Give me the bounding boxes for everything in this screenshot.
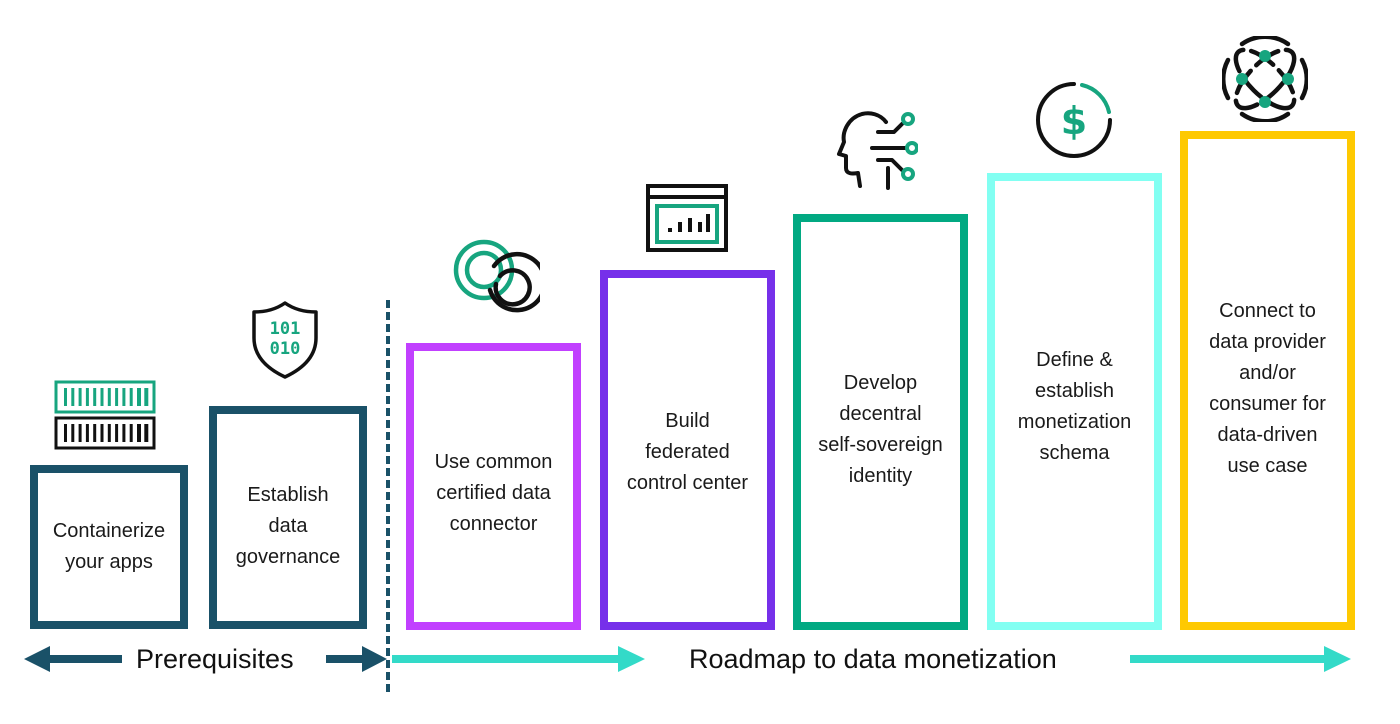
head-network-icon [836,108,919,192]
container-bar [93,424,97,442]
container-bar [78,424,82,442]
roadmap-label: Roadmap to data monetization [689,644,1057,674]
prerequisites-label: Prerequisites [136,644,294,674]
container-bar [107,424,111,442]
atom-network-icon [1220,34,1310,124]
svg-text:$: $ [1061,99,1087,143]
container-bar [122,388,126,406]
binary-bottom: 010 [270,339,301,359]
container-bar [115,424,119,442]
phase-divider-line [386,300,390,692]
prerequisites-right-arrow [326,646,387,672]
container-bar [137,424,141,442]
linked-rings-icon [450,238,548,326]
container-bar [115,388,119,406]
container-bar [64,388,67,406]
container-bar [71,424,75,442]
container-bar [64,424,67,442]
container-bar [100,388,104,406]
container-bar [129,388,133,406]
container-bar [78,388,82,406]
dollar-circle-icon: $ [1032,78,1116,162]
container-stack-icon [54,380,156,450]
shield-binary-icon: 101 010 [250,300,320,380]
roadmap-arrow-right-segment [1130,646,1351,672]
prerequisites-left-arrow [24,646,122,672]
container-bar [93,388,97,406]
container-bar [144,388,149,406]
container-bar [129,424,133,442]
container-bar [137,388,141,406]
container-bar [107,388,111,406]
container-bar [71,388,75,406]
container-bar [85,424,89,442]
container-bar [100,424,104,442]
binary-top: 101 [270,319,301,339]
container-bar [144,424,149,442]
dashboard-window-icon [646,184,728,252]
roadmap-arrow-left-segment [392,646,645,672]
container-bar [85,388,89,406]
container-bar [122,424,126,442]
